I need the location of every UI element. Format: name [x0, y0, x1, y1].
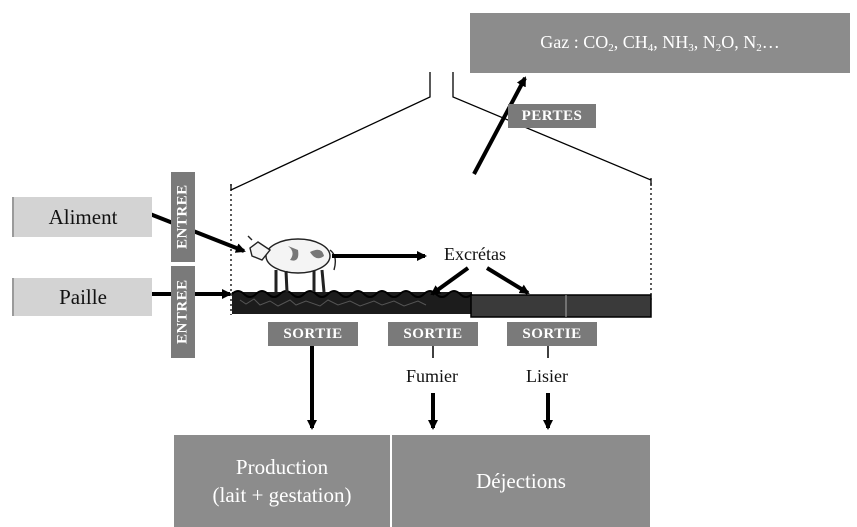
- pertes-label: PERTES: [521, 107, 583, 124]
- sortie-lisier-label: SORTIE: [522, 325, 582, 342]
- aliment-box: Aliment: [12, 197, 152, 237]
- sortie-tag-production: SORTIE: [268, 322, 358, 346]
- sortie-tag-lisier: SORTIE: [507, 322, 597, 346]
- entree-tag-top-label: ENTREE: [174, 184, 191, 250]
- sortie-tag-fumier: SORTIE: [388, 322, 478, 346]
- dejections-title: Déjections: [476, 469, 566, 493]
- entree-tag-bottom: ENTREE: [171, 266, 195, 358]
- fumier-label: Fumier: [406, 366, 458, 386]
- production-box: Production (lait + gestation): [174, 435, 390, 527]
- arrow-aliment-to-cow: [149, 212, 246, 253]
- paille-label: Paille: [59, 284, 107, 309]
- arrow-pertes-to-gaz: [472, 76, 527, 175]
- slurry-pit: [470, 294, 652, 318]
- entree-tag-top: ENTREE: [171, 172, 195, 262]
- barn-outline: [230, 72, 652, 315]
- excretas-label: Excrétas: [444, 244, 506, 264]
- arrow-excretas-to-lisier: [485, 266, 530, 295]
- paille-box: Paille: [12, 278, 152, 316]
- arrow-excretas-to-fumier: [430, 266, 470, 296]
- sortie-production-label: SORTIE: [283, 325, 343, 342]
- pertes-tag: PERTES: [508, 104, 596, 128]
- aliment-label: Aliment: [48, 204, 118, 229]
- gaz-label: Gaz : CO2, CH4, NH3, N2O, N2…: [540, 32, 780, 54]
- production-subtitle: (lait + gestation): [212, 483, 352, 507]
- gaz-box: Gaz : CO2, CH4, NH3, N2O, N2…: [470, 13, 850, 73]
- cow-icon: [247, 235, 337, 293]
- entree-tag-bottom-label: ENTREE: [174, 279, 191, 345]
- sortie-fumier-label: SORTIE: [403, 325, 463, 342]
- production-title: Production: [235, 455, 329, 479]
- lisier-label: Lisier: [526, 366, 568, 386]
- straw-litter: [231, 290, 473, 314]
- dejections-box: Déjections: [392, 435, 650, 527]
